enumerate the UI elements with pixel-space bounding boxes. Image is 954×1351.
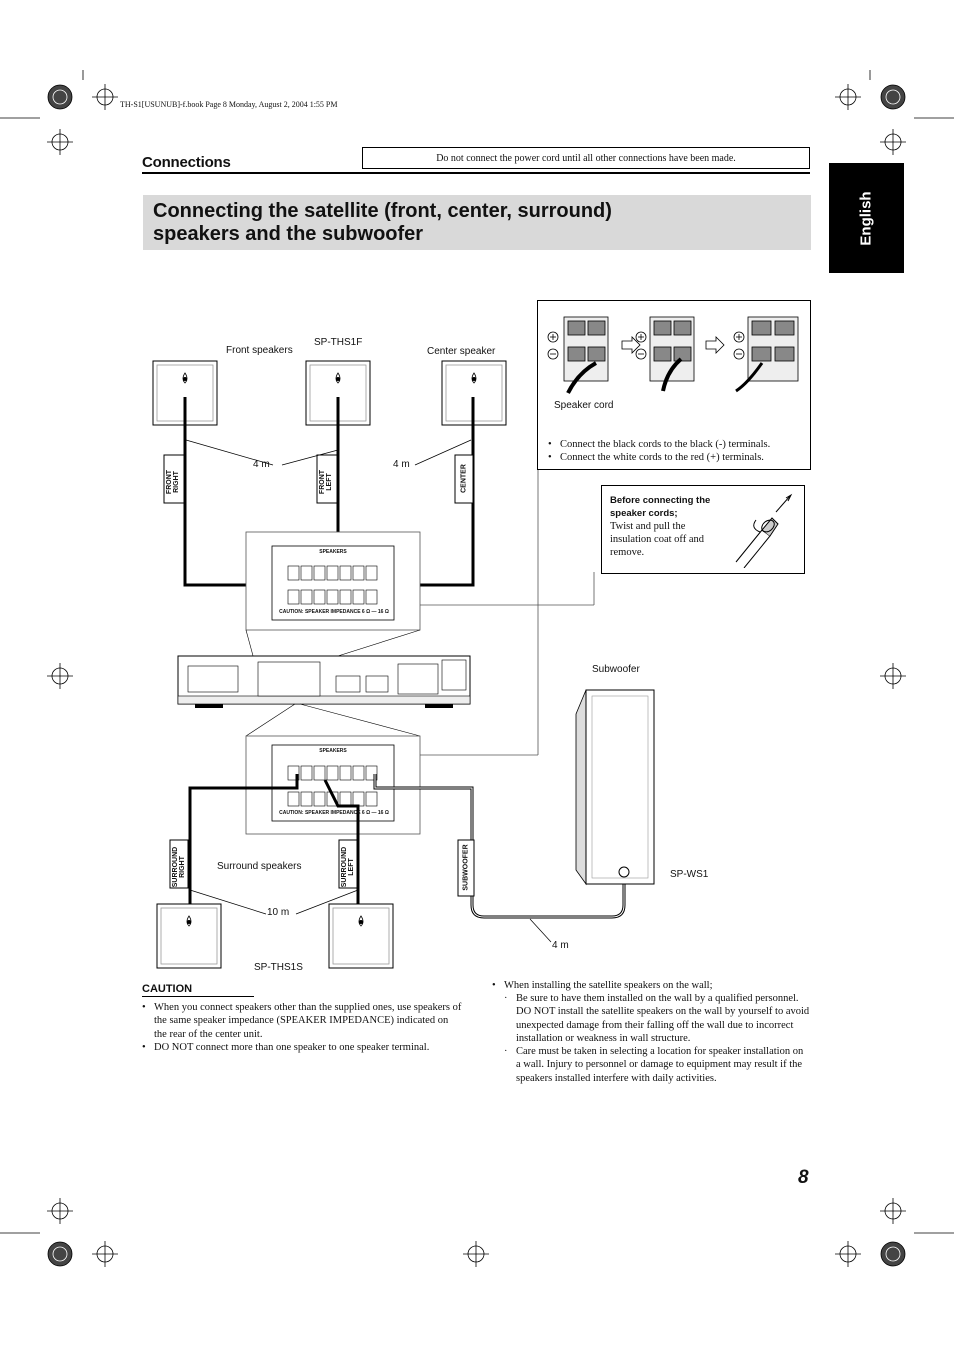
- arrow-right-icon: [705, 336, 725, 354]
- page-number: 8: [798, 1167, 809, 1188]
- top-panel-terminals: [287, 565, 378, 605]
- front-right-tag: [163, 454, 185, 504]
- notice-box: Do not connect the power cord until all …: [362, 147, 810, 169]
- subwoofer-tag-label: SUBWOOFER: [462, 844, 470, 891]
- wall-install-item: Be sure to have them installed on the wa…: [504, 992, 810, 1045]
- page-title-line2: speakers and the subwoofer: [153, 223, 424, 245]
- wall-install-sublist: Be sure to have them installed on the wa…: [504, 992, 810, 1085]
- crosshair-mark: [47, 1241, 73, 1267]
- terminal-illustrations: [547, 316, 799, 394]
- front-left-tag-label: FRONT LEFT: [319, 469, 333, 495]
- terminal-instruction-box: Speaker cord Connect the black cords to …: [537, 300, 811, 470]
- before-connecting-box: Before connecting the speaker cords; Twi…: [601, 485, 805, 574]
- crosshair-mark: [880, 1241, 906, 1267]
- page-title-band: Connecting the satellite (front, center,…: [143, 195, 811, 250]
- front-left-tag: [316, 454, 338, 504]
- terminal-step-2: [635, 316, 695, 392]
- notice-text: Do not connect the power cord until all …: [436, 152, 736, 164]
- crosshair-mark: [47, 663, 73, 689]
- page-title-line1: Connecting the satellite (front, center,…: [153, 200, 612, 222]
- surround-distance: 10 m: [267, 907, 290, 918]
- front-speakers-label: Front speakers: [226, 345, 293, 356]
- surround-right-tag-label: SURROUND RIGHT: [172, 846, 186, 888]
- front-model-label: SP-THS1F: [314, 337, 363, 348]
- terminal-step-3: [733, 316, 799, 393]
- caution-list: When you connect speakers other than the…: [142, 1001, 462, 1054]
- center-distance: 4 m: [393, 459, 410, 470]
- arrow-right-icon: [621, 336, 641, 354]
- terminal-instruction-list: Connect the black cords to the black (-)…: [548, 438, 806, 465]
- top-panel-title: SPEAKERS: [319, 549, 347, 555]
- surround-left-tag: [338, 839, 358, 889]
- bottom-panel-caution: CAUTION: SPEAKER IMPEDANCE 6 Ω — 16 Ω: [279, 810, 389, 816]
- surround-left-speaker: [328, 903, 394, 969]
- subwoofer-distance: 4 m: [552, 940, 569, 951]
- front-right-distance: 4 m: [253, 459, 270, 470]
- before-connecting-text: Twist and pull the insulation coat off a…: [610, 521, 704, 558]
- surround-speakers-label: Surround speakers: [217, 861, 302, 872]
- distance-leaders: [185, 439, 472, 466]
- subwoofer-model-label: SP-WS1: [670, 869, 709, 880]
- crosshair-mark: [463, 1241, 489, 1267]
- crosshair-mark: [835, 1241, 861, 1267]
- caution-item: When you connect speakers other than the…: [142, 1001, 462, 1041]
- subwoofer-label: Subwoofer: [592, 664, 640, 675]
- surround-right-tag: [169, 839, 189, 889]
- subwoofer-tag: [457, 839, 475, 897]
- crosshair-mark: [880, 663, 906, 689]
- language-tab: English: [829, 163, 904, 273]
- cord-strip-icon: [735, 493, 793, 568]
- crosshair-mark: [47, 129, 73, 155]
- subwoofer-unit: [575, 689, 655, 886]
- crosshair-mark: [835, 84, 861, 110]
- crosshair-mark: [92, 1241, 118, 1267]
- print-header-meta: TH-S1[USUNUB]-f.book Page 8 Monday, Augu…: [120, 100, 338, 109]
- section-rule: [142, 172, 810, 174]
- caution-heading: CAUTION: [142, 983, 193, 995]
- terminal-instruction-item: Connect the black cords to the black (-)…: [548, 438, 806, 452]
- speaker-cord-label: Speaker cord: [554, 400, 614, 411]
- surround-model-label: SP-THS1S: [254, 962, 303, 973]
- bottom-panel-terminals: [287, 765, 378, 807]
- top-panel-caution: CAUTION: SPEAKER IMPEDANCE 6 Ω — 16 Ω: [279, 609, 389, 615]
- terminal-instruction-item: Connect the white cords to the red (+) t…: [548, 451, 806, 465]
- center-unit-rear: [177, 655, 471, 708]
- crosshair-mark: [880, 1198, 906, 1224]
- before-connecting-heading: Before connecting the speaker cords;: [610, 495, 711, 519]
- wall-install-item: Care must be taken in selecting a locati…: [504, 1045, 810, 1085]
- caution-item: DO NOT connect more than one speaker to …: [142, 1041, 462, 1055]
- center-tag-label: CENTER: [460, 464, 468, 493]
- surround-left-tag-label: SURROUND LEFT: [341, 846, 355, 888]
- wall-install-intro: When installing the satellite speakers o…: [492, 979, 810, 993]
- section-title: Connections: [142, 154, 231, 171]
- crosshair-mark: [92, 84, 118, 110]
- crosshair-mark: [47, 1198, 73, 1224]
- center-speaker-label: Center speaker: [427, 346, 496, 357]
- front-right-tag-label: FRONT RIGHT: [166, 469, 180, 495]
- page-title: Connecting the satellite (front, center,…: [153, 200, 612, 246]
- surround-right-speaker: [156, 903, 222, 969]
- crosshair-mark: [880, 84, 906, 110]
- center-tag: [454, 454, 474, 504]
- caution-rule: [142, 996, 254, 997]
- crosshair-mark: [47, 84, 73, 110]
- wall-install-list: When installing the satellite speakers o…: [492, 979, 810, 993]
- crosshair-mark: [880, 129, 906, 155]
- top-speaker-panel: [271, 545, 395, 621]
- terminal-step-1: [547, 316, 609, 394]
- bottom-panel-title: SPEAKERS: [319, 748, 347, 754]
